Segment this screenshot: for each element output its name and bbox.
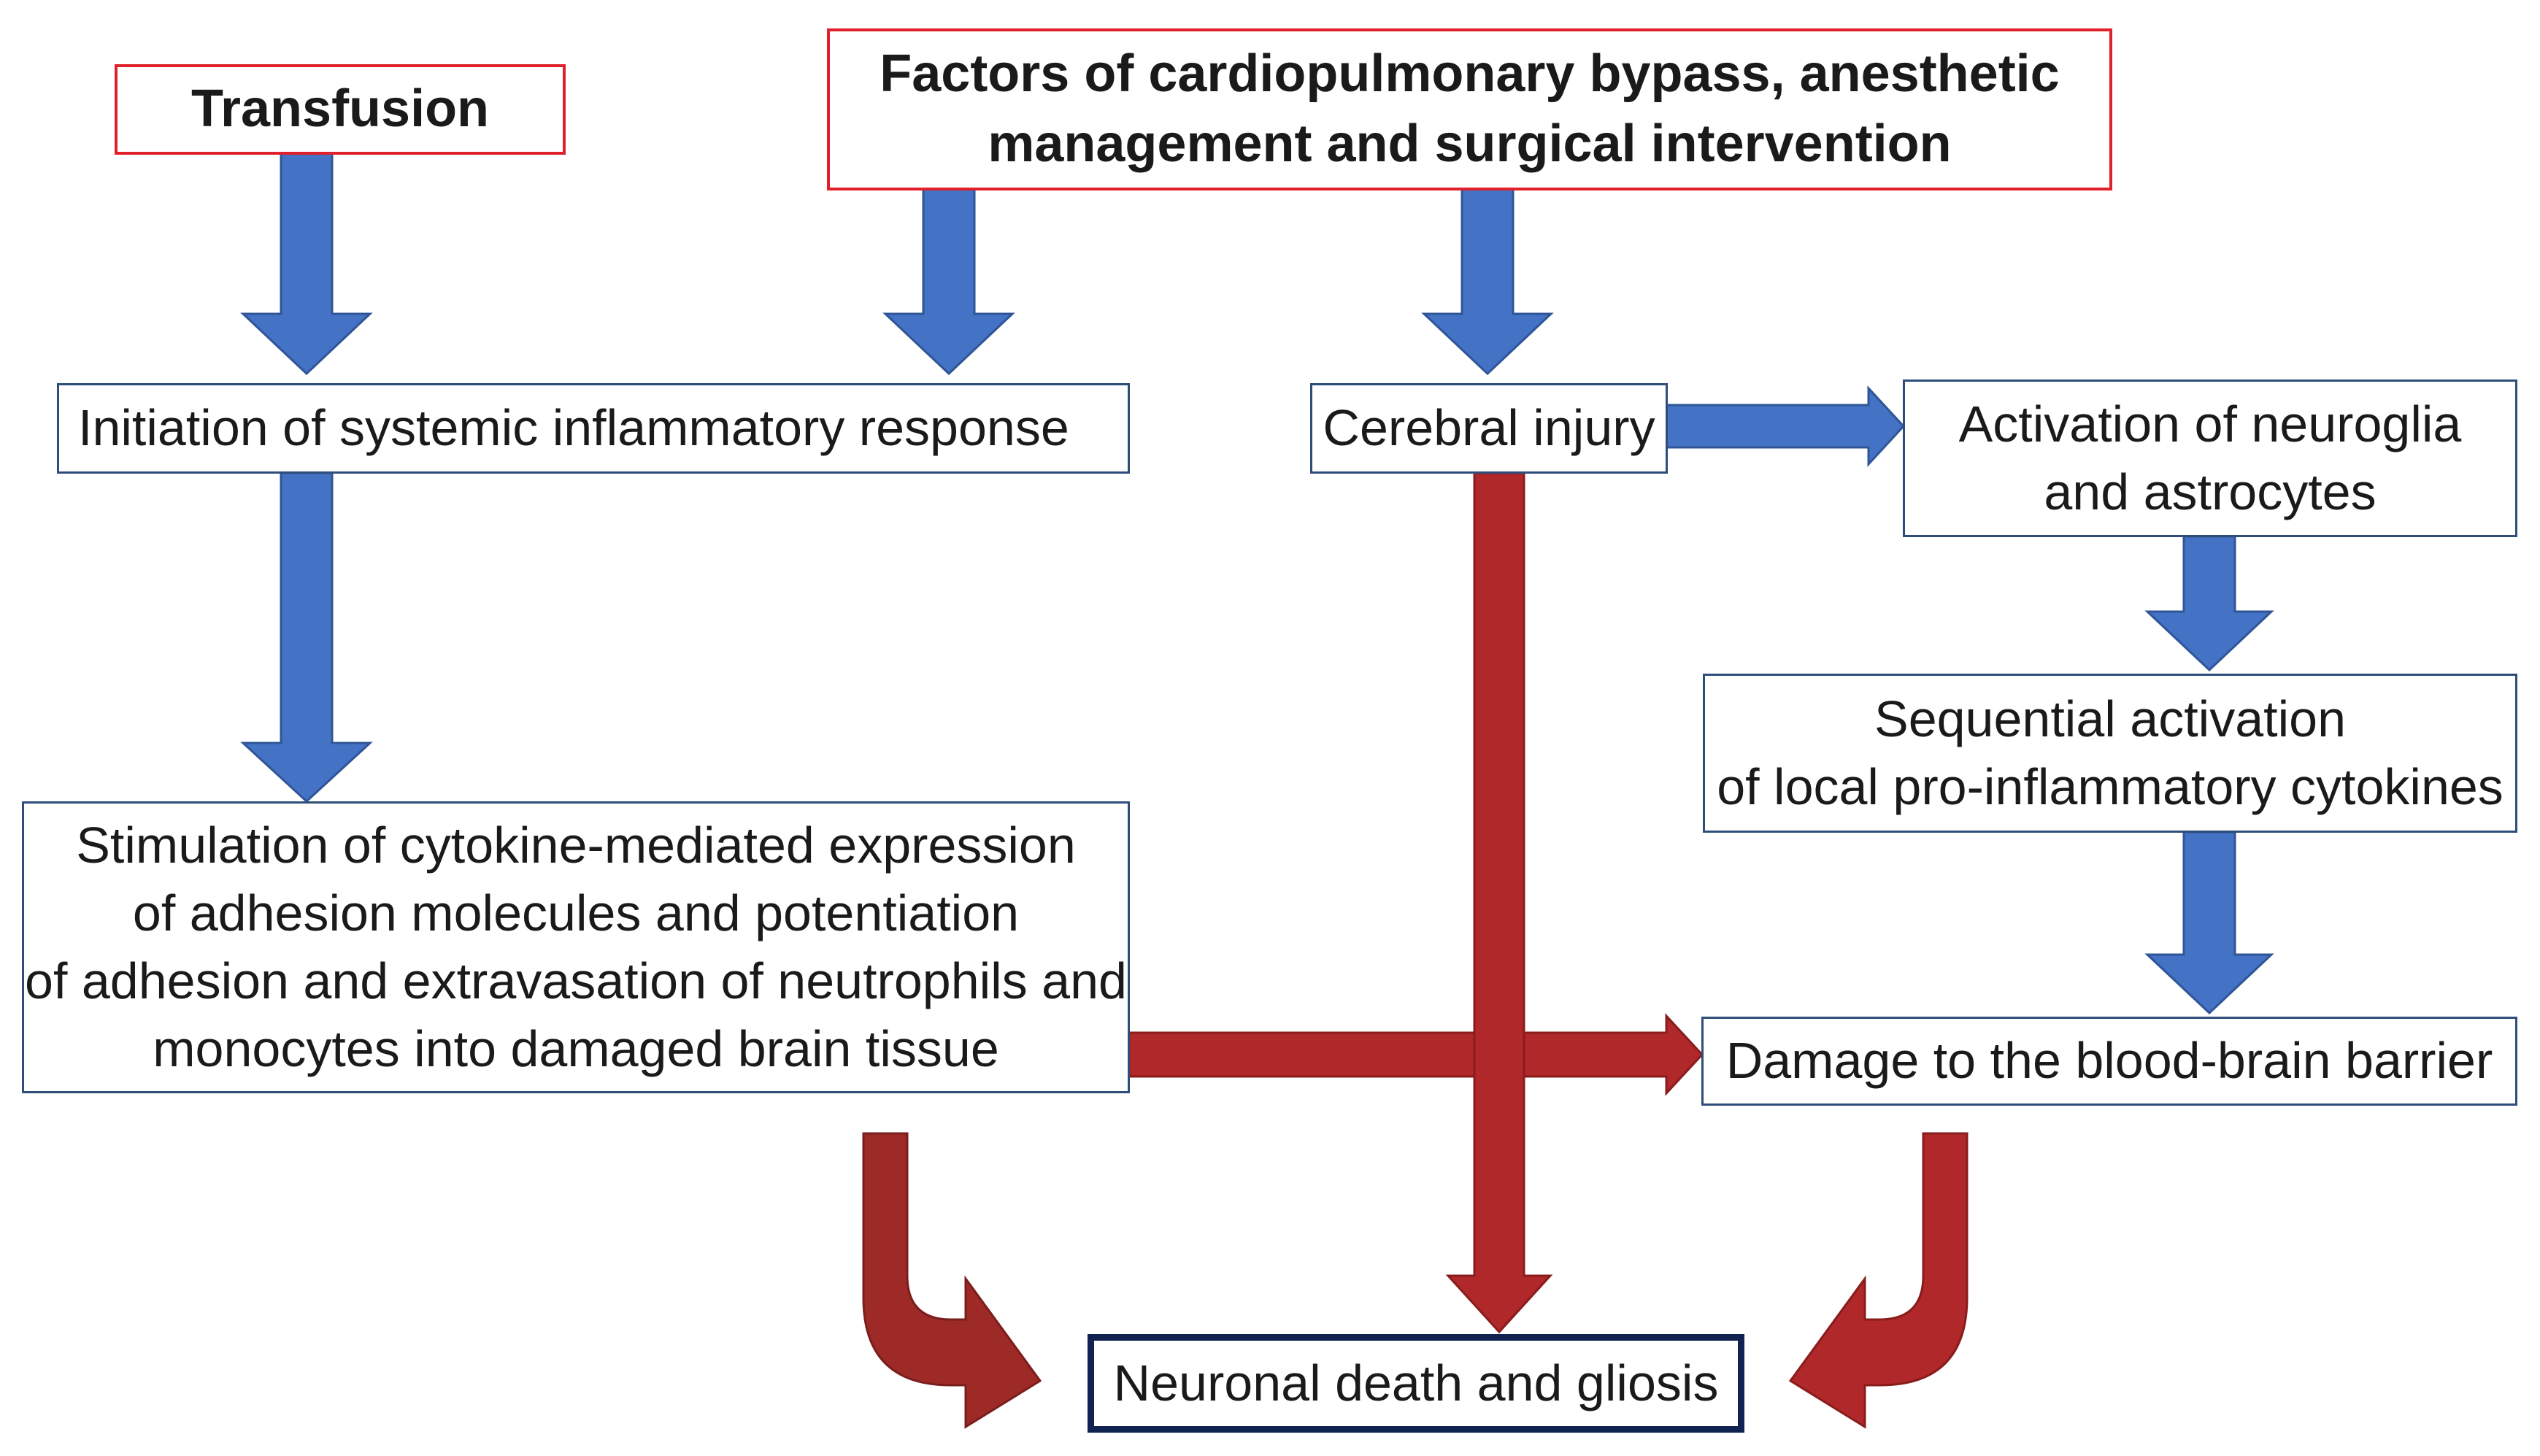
- neuronal-death-box: Neuronal death and gliosis: [1088, 1334, 1744, 1433]
- curved-arrow-adhesion-to-neuronal-death: [862, 1132, 1042, 1429]
- cytokine-line-2: of local pro-inflammatory cytokines: [1717, 758, 2504, 815]
- cytokine-line-1: Sequential activation: [1874, 690, 2346, 747]
- arrow-injury-to-neuroglia: [1665, 385, 1906, 467]
- arrow-adhesion-to-bbb: [1128, 1013, 1704, 1096]
- arrow-factors-to-inflammation: [882, 187, 1015, 376]
- cytokine-activation-box: Sequential activation of local pro-infla…: [1703, 674, 2517, 833]
- cerebral-injury-label: Cerebral injury: [1323, 399, 1655, 457]
- adhesion-stimulation-box: Stimulation of cytokine-mediated express…: [22, 801, 1130, 1093]
- systemic-inflammation-box: Initiation of systemic inflammatory resp…: [57, 383, 1130, 474]
- arrow-factors-to-cerebral-injury: [1421, 187, 1554, 376]
- adhesion-line-4: monocytes into damaged brain tissue: [153, 1020, 999, 1078]
- adhesion-line-1: Stimulation of cytokine-mediated express…: [76, 816, 1076, 874]
- cerebral-injury-box: Cerebral injury: [1310, 383, 1668, 474]
- curved-arrow-bbb-to-neuronal-death: [1788, 1132, 1969, 1429]
- adhesion-stimulation-label: Stimulation of cytokine-mediated express…: [25, 812, 1127, 1083]
- adhesion-line-2: of adhesion molecules and potentiation: [132, 884, 1020, 941]
- systemic-inflammation-label: Initiation of systemic inflammatory resp…: [78, 399, 1069, 457]
- cpb-factors-line-2: management and surgical intervention: [988, 115, 1952, 173]
- transfusion-box: Transfusion: [115, 64, 566, 155]
- neuroglia-activation-box: Activation of neuroglia and astrocytes: [1903, 380, 2517, 537]
- adhesion-line-3: of adhesion and extravasation of neutrop…: [25, 952, 1127, 1009]
- arrow-cytokines-to-bbb: [2144, 831, 2274, 1015]
- neuroglia-line-2: and astrocytes: [2044, 463, 2377, 520]
- arrow-injury-to-neuronal-death: [1445, 471, 1553, 1334]
- bbb-damage-label: Damage to the blood-brain barrier: [1725, 1032, 2493, 1090]
- cytokine-activation-label: Sequential activation of local pro-infla…: [1717, 685, 2504, 821]
- cpb-factors-label: Factors of cardiopulmonary bypass, anest…: [880, 39, 2059, 180]
- cpb-factors-line-1: Factors of cardiopulmonary bypass, anest…: [880, 45, 2060, 104]
- cpb-factors-box: Factors of cardiopulmonary bypass, anest…: [827, 28, 2112, 190]
- transfusion-label: Transfusion: [190, 80, 490, 139]
- arrow-transfusion-to-inflammation: [240, 152, 373, 376]
- arrow-neuroglia-to-cytokines: [2144, 535, 2274, 672]
- neuroglia-line-1: Activation of neuroglia: [1958, 395, 2462, 452]
- neuroglia-activation-label: Activation of neuroglia and astrocytes: [1959, 390, 2462, 526]
- neuronal-death-label: Neuronal death and gliosis: [1113, 1354, 1719, 1411]
- bbb-damage-box: Damage to the blood-brain barrier: [1701, 1017, 2517, 1106]
- arrow-inflammation-to-adhesion: [240, 471, 373, 804]
